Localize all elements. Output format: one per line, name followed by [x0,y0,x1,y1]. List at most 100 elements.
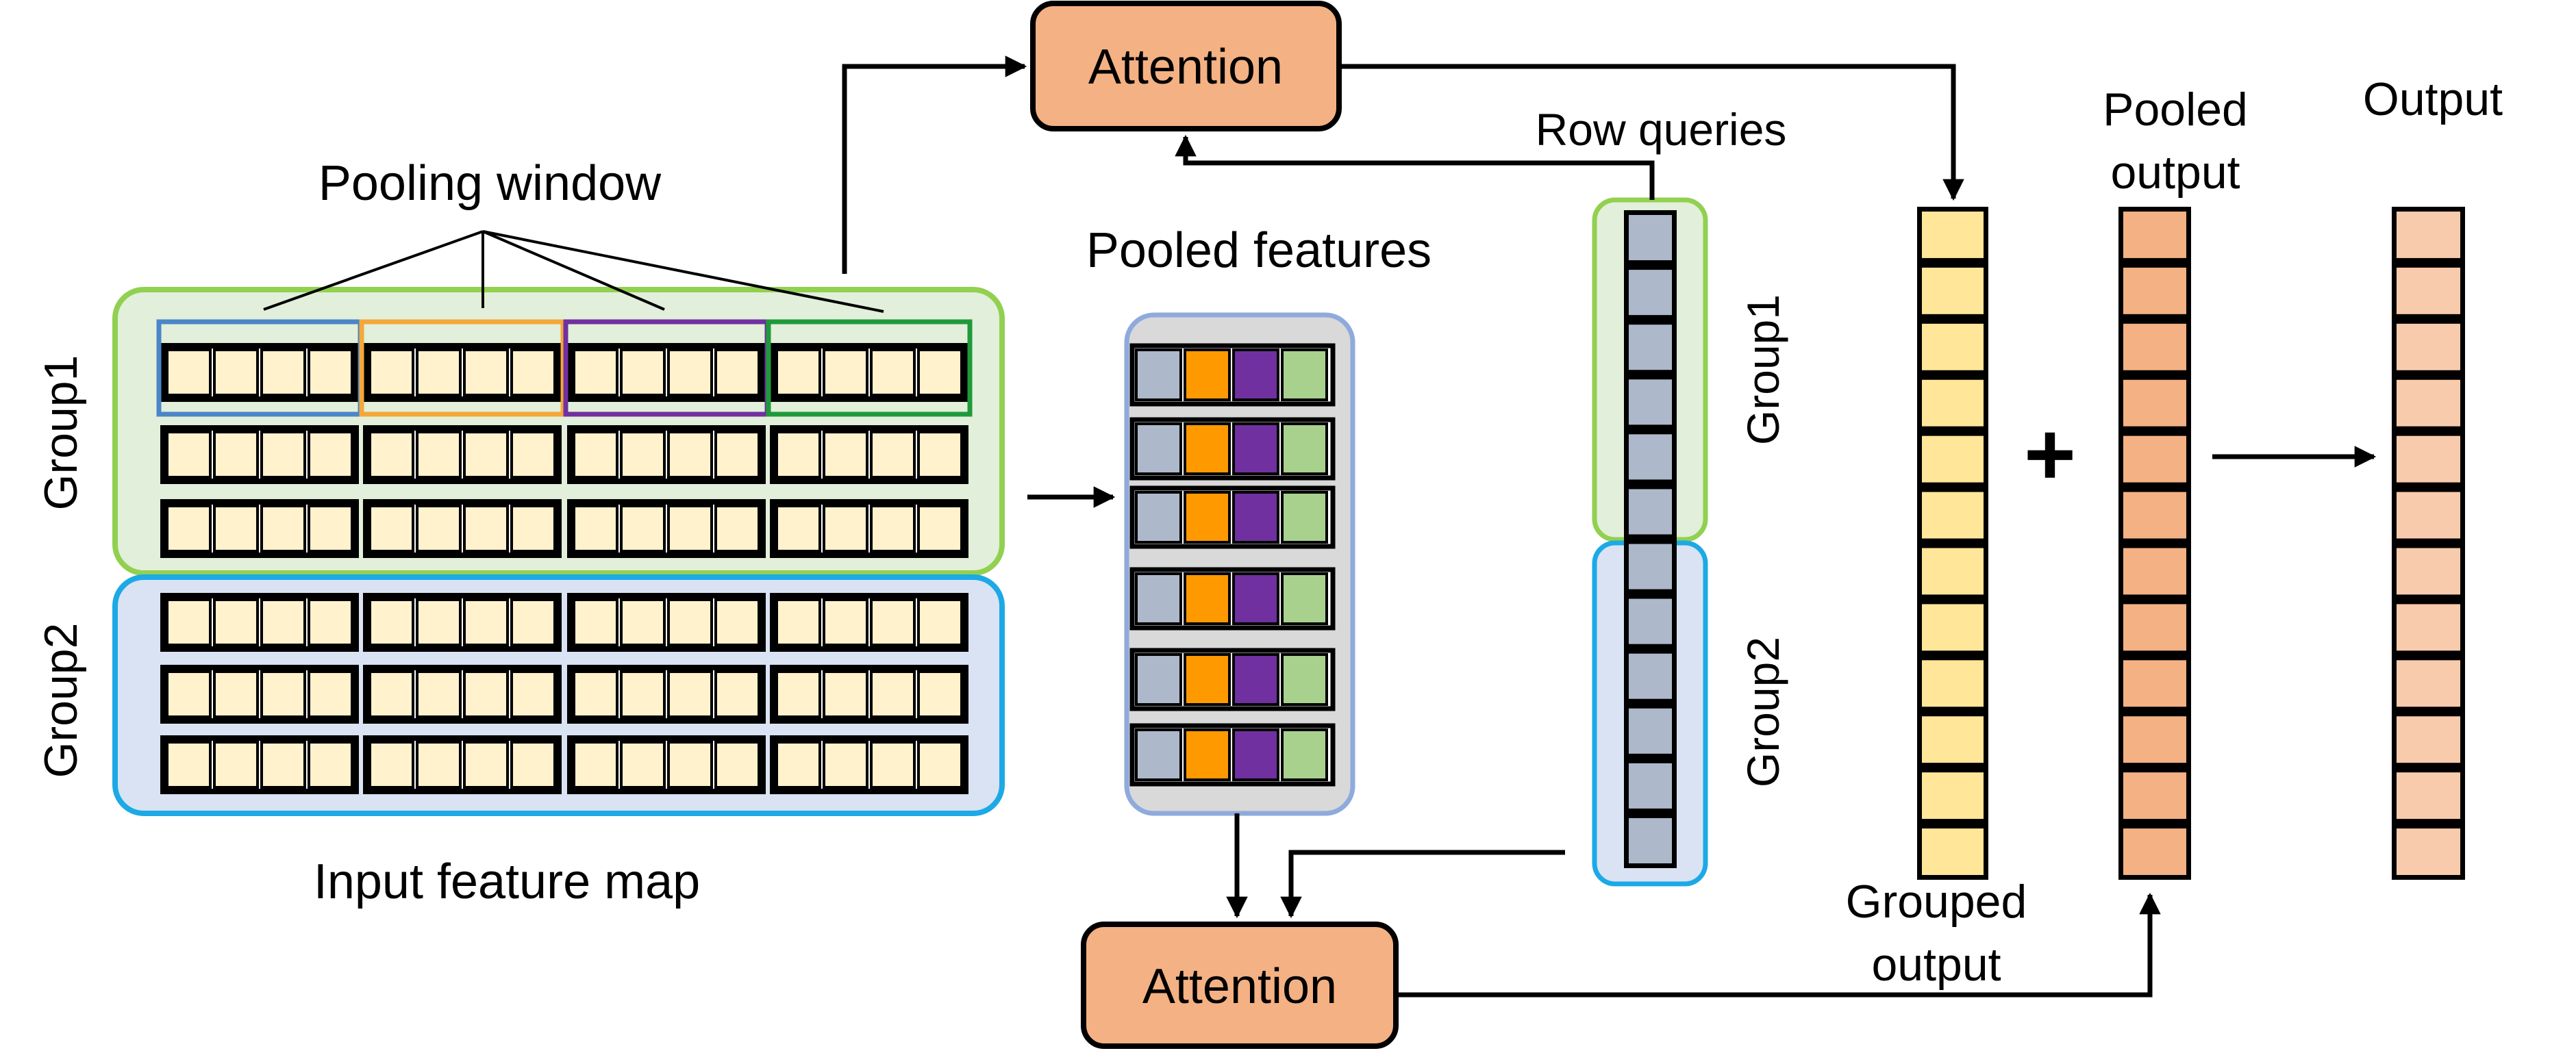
feature-cell [463,431,509,479]
connector-arrows [842,55,2377,998]
pooled-output-label-line1: Pooled [2103,84,2248,136]
arrow-input-to-attention-top [842,55,1027,274]
arrow-attention-bottom-to-pooled-output [1396,892,2161,998]
pooled-features-label: Pooled features [1086,223,1431,278]
pooled-feature-cell [1135,422,1182,475]
pooled-feature-cell [1184,572,1231,625]
feature-cell [573,431,618,479]
pooled-output-cell [2123,716,2186,763]
pooling-windows [156,319,973,417]
row-query-cell [1629,215,1672,261]
feature-cell [667,598,713,646]
feature-cell [870,670,916,718]
feature-cell [573,505,618,553]
feature-cell [308,741,353,789]
row-query-cell [1629,763,1672,809]
pooled-feature-cell [1281,491,1328,544]
feature-cell [213,505,259,553]
row-query-cell [1629,489,1672,535]
feature-cell [823,348,868,396]
grouped-output-column [1917,207,1988,880]
pooled-output-cell [2123,492,2186,539]
pooled-output-cell [2123,660,2186,707]
feature-cell [368,670,414,718]
output-cell [2397,716,2460,763]
feature-cell [308,505,353,553]
feature-cell [166,505,212,553]
pooled-output-cell [2123,267,2186,314]
attention-bottom-label: Attention [1142,959,1337,1014]
pooled-feature-cell [1232,422,1279,475]
group1-label: Group1 [35,355,87,511]
feature-cell [775,348,821,396]
grouped-output-cell [1922,772,1984,820]
row-query-cell [1629,708,1672,754]
pooling-window-outline [359,319,566,417]
feature-cell [213,348,259,396]
feature-cell [917,431,963,479]
group2-label: Group2 [35,623,87,778]
feature-cell [166,598,212,646]
output-cell [2397,548,2460,595]
row-queries-label: Row queries [1536,104,1787,155]
grouped-output-cell [1922,548,1984,595]
feature-cell [870,348,916,396]
output-cell-frame [2392,207,2465,880]
grouped-output-cell [1922,660,1984,707]
feature-cell [823,431,868,479]
feature-cell [416,348,462,396]
row-query-cell [1629,434,1672,480]
pooled-feature-cell [1281,653,1328,706]
row-query-cell [1629,598,1672,644]
feature-cell [260,348,306,396]
feature-cell [823,505,868,553]
feature-cell [463,348,509,396]
pooled-output-cell [2123,435,2186,483]
feature-cell [573,348,618,396]
feature-cell [308,348,353,396]
pooled-feature-cell [1184,491,1231,544]
row-query-cell [1629,270,1672,316]
feature-cell [714,670,760,718]
feature-cell [416,670,462,718]
feature-cell [620,670,666,718]
feature-cell [917,348,963,396]
output-cell [2397,212,2460,258]
feature-cell [416,741,462,789]
attention-top-label: Attention [1088,40,1283,94]
feature-cell [870,431,916,479]
feature-cell [714,741,760,789]
grouped-output-cell-frame [1917,207,1988,880]
row-queries-group2-label: Group2 [1738,637,1788,787]
feature-cell [260,505,306,553]
feature-cell [308,670,353,718]
pooled-output-column [2118,207,2191,880]
feature-cell [368,741,414,789]
feature-cell [463,741,509,789]
feature-cell [823,598,868,646]
pooled-output-label-line2: output [2110,147,2240,199]
feature-cell [775,505,821,553]
feature-cell [463,598,509,646]
feature-cell [260,670,306,718]
grouped-output-cell [1922,604,1984,651]
feature-cell [775,670,821,718]
feature-cell [573,670,618,718]
feature-cell [714,505,760,553]
feature-cell [510,670,556,718]
feature-cell [917,598,963,646]
grouped-output-label-line1: Grouped [1846,876,2027,928]
feature-cell [620,741,666,789]
feature-cell [213,598,259,646]
grouped-output-cell [1922,828,1984,875]
arrow-queries-to-attention-top [1175,134,1655,200]
feature-cell [667,670,713,718]
feature-cell [870,505,916,553]
output-cell [2397,772,2460,820]
pooled-feature-cell [1135,348,1182,401]
pooled-feature-cell [1232,653,1279,706]
output-label: Output [2363,73,2503,125]
pooled-output-cell [2123,604,2186,651]
